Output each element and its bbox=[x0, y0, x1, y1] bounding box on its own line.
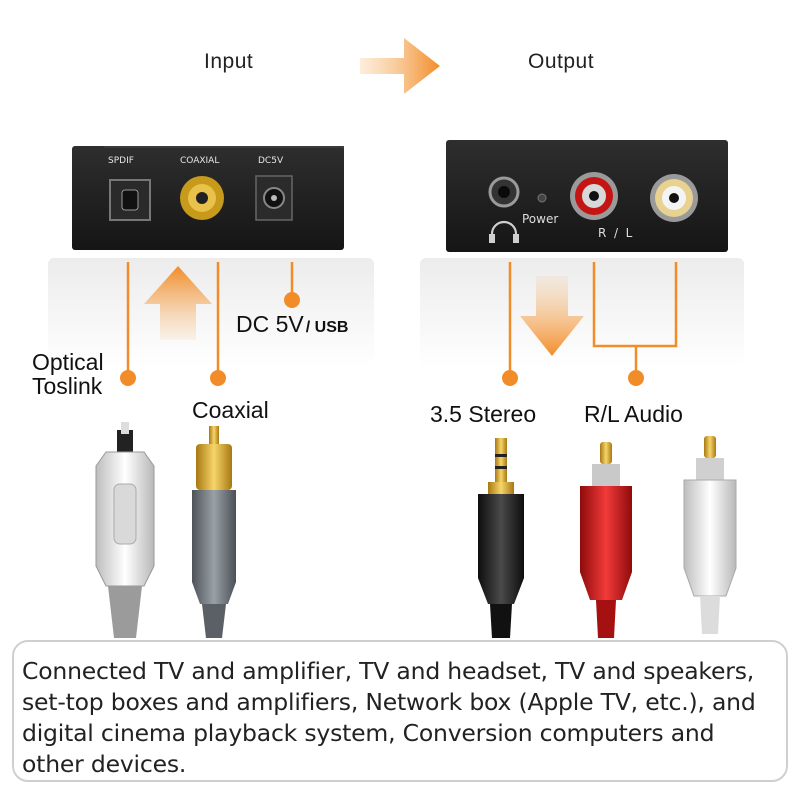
rl-connector-bracket bbox=[592, 262, 678, 348]
output-reflection bbox=[420, 258, 744, 368]
power-label: Power bbox=[522, 212, 559, 226]
coaxial-port-icon bbox=[180, 176, 224, 220]
rca-left-white-port-icon bbox=[650, 174, 698, 222]
stereo-plug-icon bbox=[478, 438, 524, 638]
connector-lines bbox=[120, 262, 678, 386]
stereo-label: 3.5 Stereo bbox=[430, 401, 537, 427]
input-reflection bbox=[48, 258, 374, 368]
optical-label-line2: Toslink bbox=[32, 373, 103, 399]
coaxial-label: Coaxial bbox=[192, 397, 269, 423]
rl-label: R / L bbox=[598, 226, 633, 240]
stereo-dot bbox=[502, 370, 518, 386]
dc5v-port-icon bbox=[255, 175, 293, 221]
port-label-coaxial: COAXIAL bbox=[180, 156, 220, 166]
headphone-icon bbox=[489, 220, 519, 243]
output-device-art bbox=[488, 172, 698, 243]
spdif-port-icon bbox=[109, 179, 151, 221]
dc-dot bbox=[284, 292, 300, 308]
headphone-jack-icon bbox=[488, 176, 520, 208]
output-device-panel: Power R / L bbox=[446, 140, 728, 252]
power-led-icon bbox=[537, 193, 547, 203]
rca-white-plug-icon bbox=[683, 436, 737, 634]
input-heading: Input bbox=[204, 50, 254, 73]
port-label-dc5v: DC5V bbox=[258, 156, 284, 166]
rca-right-red-port-icon bbox=[570, 172, 618, 220]
coaxial-dot bbox=[210, 370, 226, 386]
caption-text: Connected TV and amplifier, TV and heads… bbox=[22, 657, 756, 778]
dc-label-main: DC 5V bbox=[236, 311, 304, 337]
port-label-spdif: SPDIF bbox=[108, 156, 134, 166]
optical-cable-icon bbox=[95, 422, 155, 638]
optical-label: Optical Toslink bbox=[32, 350, 104, 398]
optical-dot bbox=[120, 370, 136, 386]
dc-label-usb: / USB bbox=[305, 319, 349, 336]
output-down-arrow-icon bbox=[520, 276, 584, 356]
cables-art bbox=[95, 422, 737, 638]
input-up-arrow-icon bbox=[144, 266, 212, 340]
coaxial-cable-icon bbox=[192, 426, 236, 638]
rl-dot bbox=[628, 370, 644, 386]
rl-audio-label: R/L Audio bbox=[584, 401, 683, 427]
flow-arrow-icon bbox=[360, 38, 440, 94]
caption-box bbox=[12, 640, 788, 782]
output-heading: Output bbox=[528, 50, 595, 73]
optical-label-line1: Optical bbox=[32, 349, 104, 375]
rca-red-plug-icon bbox=[580, 442, 632, 638]
dc-label: DC 5V/ USB bbox=[236, 312, 348, 340]
